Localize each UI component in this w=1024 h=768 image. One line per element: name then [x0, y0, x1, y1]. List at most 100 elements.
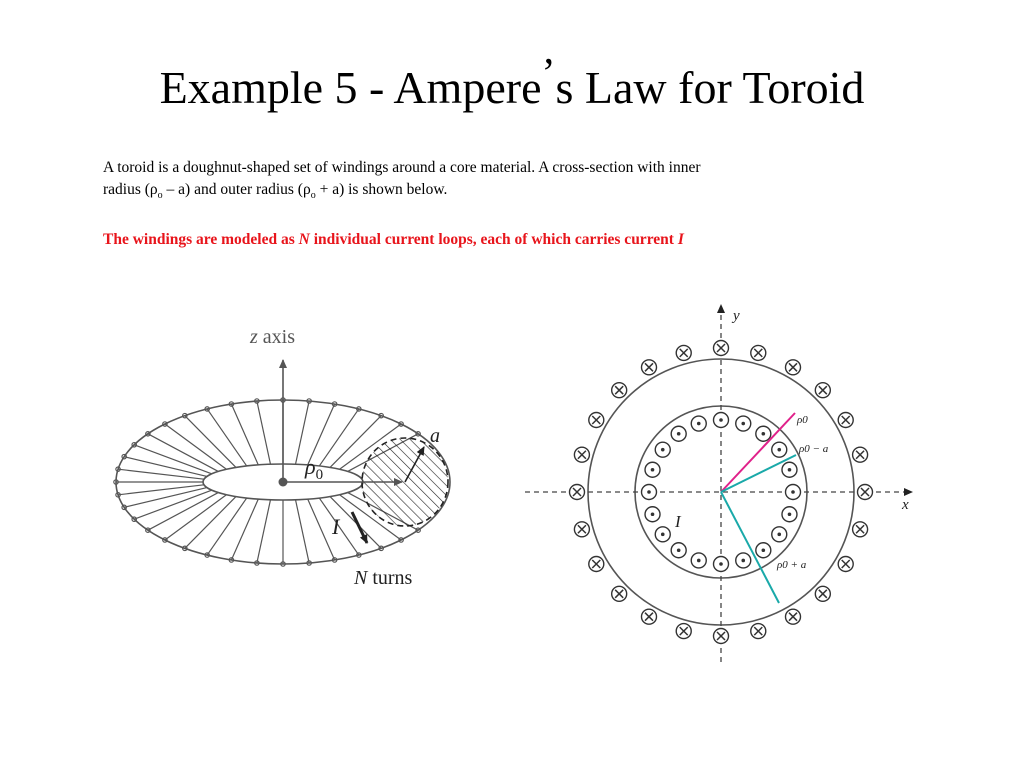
- rho0-minus-a-label: ρ0 − a: [798, 443, 829, 455]
- winding-loop: [145, 431, 151, 437]
- current-out-of-page-symbol: [781, 506, 798, 523]
- winding-loop: [398, 537, 404, 543]
- winding-loop: [145, 527, 151, 533]
- title-rest: s Law for Toroid: [555, 62, 865, 113]
- current-out-of-page-symbol: [670, 425, 687, 442]
- description-line-2b: – a) and outer radius (ρ: [162, 181, 311, 198]
- winding-line: [184, 415, 237, 468]
- winding-line: [124, 486, 208, 508]
- toroid-windings: [113, 397, 421, 567]
- current-out-of-page-symbol: [755, 542, 772, 559]
- current-out-of-page-symbol: [640, 483, 658, 501]
- current-into-page-symbol: [784, 608, 802, 625]
- rho0-line: [720, 412, 796, 493]
- a-label: a: [430, 425, 440, 447]
- winding-line: [318, 408, 360, 467]
- current-label-left: I: [331, 514, 341, 539]
- cross-section-figure: x y ρ0 ρ0 − a ρ0 + a I: [525, 304, 913, 662]
- current-arrow: [350, 511, 369, 544]
- current-into-page-symbol: [837, 411, 854, 429]
- winding-loop: [415, 431, 421, 437]
- rho0-plus-a-line: [720, 491, 780, 604]
- red-note-part-1: The windings are modeled as: [103, 231, 299, 248]
- winding-line: [164, 423, 227, 470]
- inner-windings: [640, 411, 802, 573]
- current-out-of-page-symbol: [654, 441, 671, 458]
- winding-line: [164, 494, 227, 541]
- current-out-of-page-symbol: [654, 526, 671, 543]
- winding-line: [147, 433, 219, 472]
- current-into-page-symbol: [814, 381, 832, 399]
- current-out-of-page-symbol: [771, 526, 788, 543]
- current-into-page-symbol: [588, 555, 605, 573]
- current-into-page-symbol: [610, 585, 628, 603]
- winding-line: [124, 456, 208, 478]
- current-out-of-page-symbol: [644, 506, 661, 523]
- winding-line: [256, 499, 272, 564]
- rho0-minus-a-line: [720, 454, 797, 493]
- subscript-o-2: o: [310, 190, 316, 202]
- current-out-of-page-symbol: [644, 461, 661, 478]
- current-out-of-page-symbol: [784, 483, 802, 501]
- current-into-page-symbol: [573, 446, 591, 463]
- winding-line: [294, 499, 310, 564]
- current-out-of-page-symbol: [735, 552, 752, 569]
- winding-line: [206, 497, 248, 556]
- winding-loop: [121, 453, 127, 460]
- a-radius-arrow: [404, 446, 425, 483]
- subscript-o-1: o: [157, 190, 163, 202]
- winding-line: [329, 415, 382, 468]
- current-into-page-symbol: [712, 627, 730, 645]
- winding-line: [294, 400, 310, 465]
- current-into-page-symbol: [814, 585, 832, 603]
- red-note-I: I: [677, 231, 684, 248]
- current-out-of-page-symbol: [735, 415, 752, 432]
- winding-loop: [415, 527, 421, 533]
- winding-line: [147, 492, 219, 531]
- rho0-plus-a-label: ρ0 + a: [776, 559, 807, 571]
- title-main: Example 5 - Ampere: [159, 62, 542, 113]
- current-into-page-symbol: [588, 411, 605, 429]
- toroid-figure: z axis ρ0 a I N turns: [113, 326, 451, 589]
- winding-line: [339, 423, 402, 470]
- red-note: The windings are modeled as N individual…: [103, 229, 684, 251]
- outer-windings: [568, 339, 874, 645]
- winding-line: [339, 494, 402, 541]
- winding-loop: [162, 537, 168, 543]
- winding-line: [117, 468, 205, 480]
- rho0-label: ρ0: [304, 454, 323, 483]
- current-out-of-page-symbol: [690, 552, 707, 569]
- winding-loop: [131, 516, 138, 523]
- current-into-page-symbol: [675, 344, 692, 362]
- x-axis-label: x: [901, 497, 909, 513]
- winding-line: [230, 403, 259, 466]
- winding-line: [318, 497, 360, 556]
- current-out-of-page-symbol: [712, 555, 730, 573]
- winding-line: [133, 489, 212, 520]
- current-out-of-page-symbol: [781, 461, 798, 478]
- y-axis-label: y: [731, 308, 740, 324]
- current-into-page-symbol: [837, 555, 854, 573]
- current-into-page-symbol: [712, 339, 730, 357]
- description-line-2a: radius (ρ: [103, 181, 158, 198]
- current-into-page-symbol: [573, 521, 591, 538]
- winding-line: [133, 444, 212, 475]
- current-label-right: I: [674, 512, 682, 531]
- current-out-of-page-symbol: [690, 415, 707, 432]
- current-out-of-page-symbol: [771, 441, 788, 458]
- z-axis-label: z axis: [249, 326, 295, 348]
- winding-loop: [121, 504, 127, 511]
- rho0-right-label: ρ0: [796, 414, 808, 426]
- current-into-page-symbol: [640, 359, 658, 376]
- current-into-page-symbol: [784, 359, 802, 376]
- current-into-page-symbol: [750, 622, 767, 640]
- red-note-N: N: [298, 231, 310, 248]
- current-into-page-symbol: [675, 622, 692, 640]
- description-paragraph: A toroid is a doughnut-shaped set of win…: [103, 157, 903, 207]
- winding-line: [307, 403, 336, 466]
- red-note-part-2: individual current loops, each of which …: [309, 231, 678, 248]
- current-out-of-page-symbol: [670, 542, 687, 559]
- slide-title: Example 5 - Ampere’s Law for Toroid: [0, 51, 1024, 120]
- winding-line: [307, 498, 336, 561]
